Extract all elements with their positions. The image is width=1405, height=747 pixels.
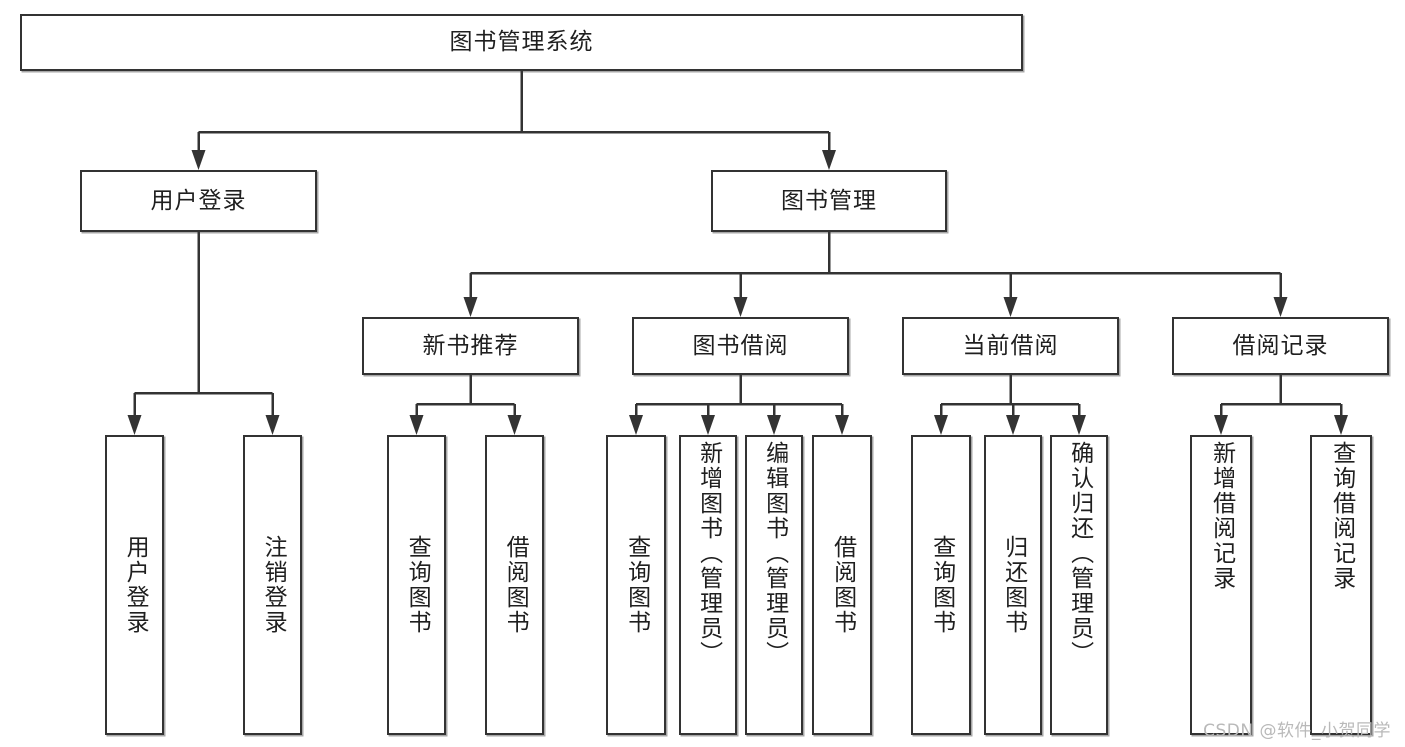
node-label-book_borrow: 图书借阅 [692,332,789,359]
node-label-leaf_add_rec: 新增借阅记录 [1208,441,1235,591]
node-label-root: 图书管理系统 [449,29,594,56]
edge-arrowhead [701,415,715,435]
edge-arrowhead [934,415,948,435]
edge-arrowhead [1003,297,1018,317]
node-leaf_borrow_2[interactable]: 借阅图书 [812,435,872,735]
node-label-leaf_borrow_2: 借阅图书 [829,535,856,635]
edge-arrowhead [767,415,781,435]
node-label-new_book_rec: 新书推荐 [422,332,519,359]
edge-arrowhead [835,415,849,435]
edge-arrowhead [127,415,142,435]
node-label-leaf_query_3: 查询图书 [928,535,955,635]
node-leaf_return[interactable]: 归还图书 [984,435,1042,735]
edge-arrowhead [265,415,280,435]
node-current_borrow[interactable]: 当前借阅 [902,317,1119,375]
edge-arrowhead [463,297,478,317]
node-label-leaf_confirm: 确认归还（管理员） [1066,441,1093,666]
edge-arrowhead [1334,415,1348,435]
node-leaf_query_rec[interactable]: 查询借阅记录 [1310,435,1372,735]
node-leaf_query_2[interactable]: 查询图书 [606,435,666,735]
node-leaf_edit_book[interactable]: 编辑图书（管理员） [745,435,803,735]
edge-arrowhead [1072,415,1086,435]
edge-arrowhead [822,150,836,170]
node-label-borrow_record: 借阅记录 [1232,332,1329,359]
node-label-leaf_add_book: 新增图书（管理员） [695,441,722,666]
node-borrow_record[interactable]: 借阅记录 [1172,317,1389,375]
edge-arrowhead [1273,297,1288,317]
node-label-leaf_query_2: 查询图书 [623,535,650,635]
node-book_manage[interactable]: 图书管理 [711,170,947,232]
node-label-leaf_query_rec: 查询借阅记录 [1328,441,1355,591]
node-label-leaf_borrow_1: 借阅图书 [502,535,529,635]
node-user_login[interactable]: 用户登录 [80,170,317,232]
node-leaf_confirm[interactable]: 确认归还（管理员） [1050,435,1108,735]
edge-arrowhead [733,297,748,317]
node-leaf_logout[interactable]: 注销登录 [243,435,302,735]
node-leaf_query_1[interactable]: 查询图书 [387,435,446,735]
node-leaf_add_rec[interactable]: 新增借阅记录 [1190,435,1252,735]
edge-arrowhead [1214,415,1228,435]
edge-arrowhead [1006,415,1020,435]
node-leaf_add_book[interactable]: 新增图书（管理员） [679,435,737,735]
node-root[interactable]: 图书管理系统 [20,14,1023,71]
node-label-leaf_logout: 注销登录 [260,535,287,635]
node-label-leaf_user_login: 用户登录 [122,535,149,635]
edge-arrowhead [409,415,424,435]
node-label-leaf_query_1: 查询图书 [404,535,431,635]
node-label-leaf_return: 归还图书 [1000,535,1027,635]
node-label-user_login: 用户登录 [150,187,247,214]
edge-arrowhead [629,415,643,435]
node-leaf_borrow_1[interactable]: 借阅图书 [485,435,544,735]
edge-arrowhead [507,415,522,435]
node-label-leaf_edit_book: 编辑图书（管理员） [761,441,788,666]
node-leaf_query_3[interactable]: 查询图书 [911,435,971,735]
node-leaf_user_login[interactable]: 用户登录 [105,435,164,735]
edge-arrowhead [191,150,206,170]
node-label-book_manage: 图书管理 [781,187,877,214]
node-new_book_rec[interactable]: 新书推荐 [362,317,579,375]
node-book_borrow[interactable]: 图书借阅 [632,317,849,375]
node-label-current_borrow: 当前借阅 [962,332,1059,359]
